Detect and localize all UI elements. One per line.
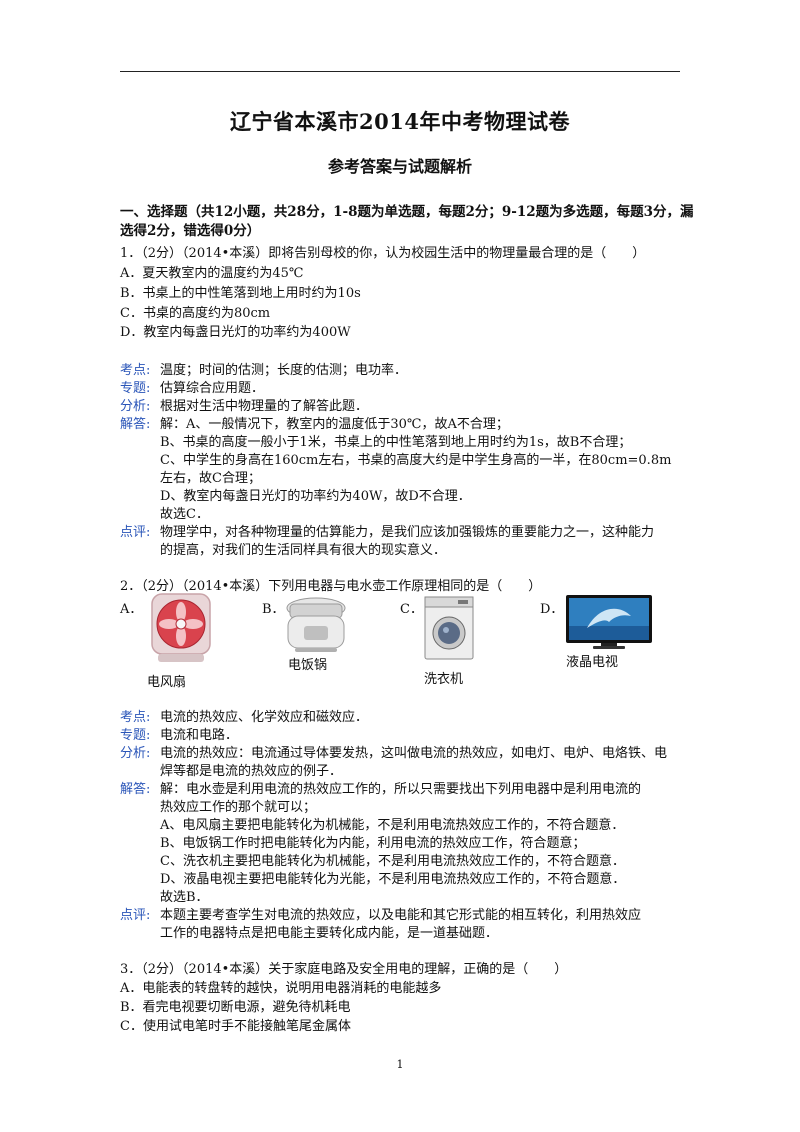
q1-jieda-label: 解答: <box>120 417 151 432</box>
section-heading-line1: 一、选择题（共12小题，共28分，1-8题为单选题，每题2分；9-12题为多选题… <box>120 204 694 220</box>
q2-dianping-line: 工作的电器特点是把电能主要转化成内能，是一道基础题． <box>160 926 499 941</box>
q2-option-b-letter: B． <box>262 602 285 617</box>
q2-jieda-line: B、电饭锅工作时把电能转化为内能，利用电流的热效应工作，符合题意； <box>160 836 586 851</box>
q3-option-a: A．电能表的转盘转的越快，说明用电器消耗的电能越多 <box>120 981 442 996</box>
q1-jieda-line: 解：A、一般情况下，教室内的温度低于30℃，故A不合理； <box>160 417 509 432</box>
q2-zhuanti-label: 专题: <box>120 728 151 743</box>
washing-machine-icon <box>424 596 474 660</box>
q2-kaodian-label: 考点: <box>120 710 151 725</box>
q1-jieda-line: C、中学生的身高在160cm左右，书桌的高度大约是中学生身高的一半，在80cm=… <box>160 453 672 468</box>
q1-stem: 1．（2分）（2014•本溪）即将告别母校的你，认为校园生活中的物理量最合理的是… <box>120 246 646 261</box>
rice-cooker-icon <box>286 597 346 652</box>
q2-fenxi-line: 焊等都是电流的热效应的例子． <box>160 764 343 779</box>
q2-jieda-line: 热效应工作的那个就可以； <box>160 800 317 815</box>
q2-caption-rice-cooker: 电饭锅 <box>288 658 328 673</box>
q2-caption-tv: 液晶电视 <box>566 655 619 670</box>
q1-dianping-line: 的提高，对我们的生活同样具有很大的现实意义． <box>160 543 447 558</box>
q2-jieda-line: C、洗衣机主要把电能转化为机械能，不是利用电流热效应工作的，不符合题意． <box>160 854 625 869</box>
page-title: 辽宁省本溪市2014年中考物理试卷 <box>230 109 570 134</box>
q1-fenxi-label: 分析: <box>120 399 151 414</box>
page-number: 1 <box>396 1058 404 1071</box>
q1-fenxi: 根据对生活中物理量的了解答此题． <box>160 399 369 414</box>
q1-dianping-line: 物理学中，对各种物理量的估算能力，是我们应该加强锻炼的重要能力之一，这种能力 <box>160 525 655 540</box>
q2-jieda-line: A、电风扇主要把电能转化为机械能，不是利用电流热效应工作的，不符合题意． <box>160 818 625 833</box>
q1-option-b: B．书桌上的中性笔落到地上用时约为10s <box>120 286 361 301</box>
q1-zhuanti: 估算综合应用题． <box>160 381 265 396</box>
q2-option-a-letter: A． <box>120 602 143 617</box>
electric-fan-icon <box>151 593 211 662</box>
q2-zhuanti: 电流和电路． <box>160 728 239 743</box>
q3-option-b: B．看完电视要切断电源，避免待机耗电 <box>120 1000 351 1015</box>
q1-kaodian: 温度；时间的估测；长度的估测；电功率． <box>160 363 408 378</box>
q1-jieda-line: 故选C． <box>160 507 209 522</box>
q2-dianping-label: 点评: <box>120 908 151 923</box>
q3-stem: 3．（2分）（2014•本溪）关于家庭电路及安全用电的理解，正确的是（ ） <box>120 962 568 977</box>
q1-zhuanti-label: 专题: <box>120 381 151 396</box>
q2-jieda-line: 解：电水壶是利用电流的热效应工作的，所以只需要找出下列用电器中是利用电流的 <box>160 782 642 797</box>
q2-kaodian: 电流的热效应、化学效应和磁效应． <box>160 710 369 725</box>
q2-stem: 2．（2分）（2014•本溪）下列用电器与电水壶工作原理相同的是（ ） <box>120 579 542 594</box>
q2-jieda-line: D、液晶电视主要把电能转化为光能，不是利用电流热效应工作的，不符合题意． <box>160 872 626 887</box>
header-rule <box>120 71 680 72</box>
q1-option-c: C．书桌的高度约为80cm <box>120 306 271 321</box>
page-subtitle: 参考答案与试题解析 <box>327 157 472 176</box>
q2-fenxi-label: 分析: <box>120 746 151 761</box>
q2-dianping-line: 本题主要考查学生对电流的热效应，以及电能和其它形式能的相互转化，利用热效应 <box>160 908 642 923</box>
q1-jieda-line: D、教室内每盏日光灯的功率约为40W，故D不合理． <box>160 489 471 504</box>
q1-option-d: D．教室内每盏日光灯的功率约为400W <box>120 325 351 340</box>
q1-option-a: A．夏天教室内的温度约为45℃ <box>120 266 304 281</box>
q2-caption-fan: 电风扇 <box>147 675 187 690</box>
q1-kaodian-label: 考点: <box>120 363 151 378</box>
q1-dianping-label: 点评: <box>120 525 151 540</box>
q2-caption-washer: 洗衣机 <box>424 672 464 687</box>
q2-jieda-line: 故选B． <box>160 890 209 905</box>
q2-option-c-letter: C． <box>400 602 423 617</box>
q2-jieda-label: 解答: <box>120 782 151 797</box>
q3-option-c: C．使用试电笔时手不能接触笔尾金属体 <box>120 1019 351 1034</box>
section-heading-line2: 选得2分，错选得0分） <box>120 223 261 239</box>
q2-option-d-letter: D． <box>540 602 564 617</box>
q1-jieda-line: B、书桌的高度一般小于1米，书桌上的中性笔落到地上用时约为1s，故B不合理； <box>160 435 632 450</box>
q1-jieda-line: 左右，故C合理； <box>160 471 261 486</box>
lcd-tv-icon <box>566 595 652 649</box>
q2-fenxi-line: 电流的热效应：电流通过导体要发热，这叫做电流的热效应，如电灯、电炉、电烙铁、电 <box>160 746 668 761</box>
